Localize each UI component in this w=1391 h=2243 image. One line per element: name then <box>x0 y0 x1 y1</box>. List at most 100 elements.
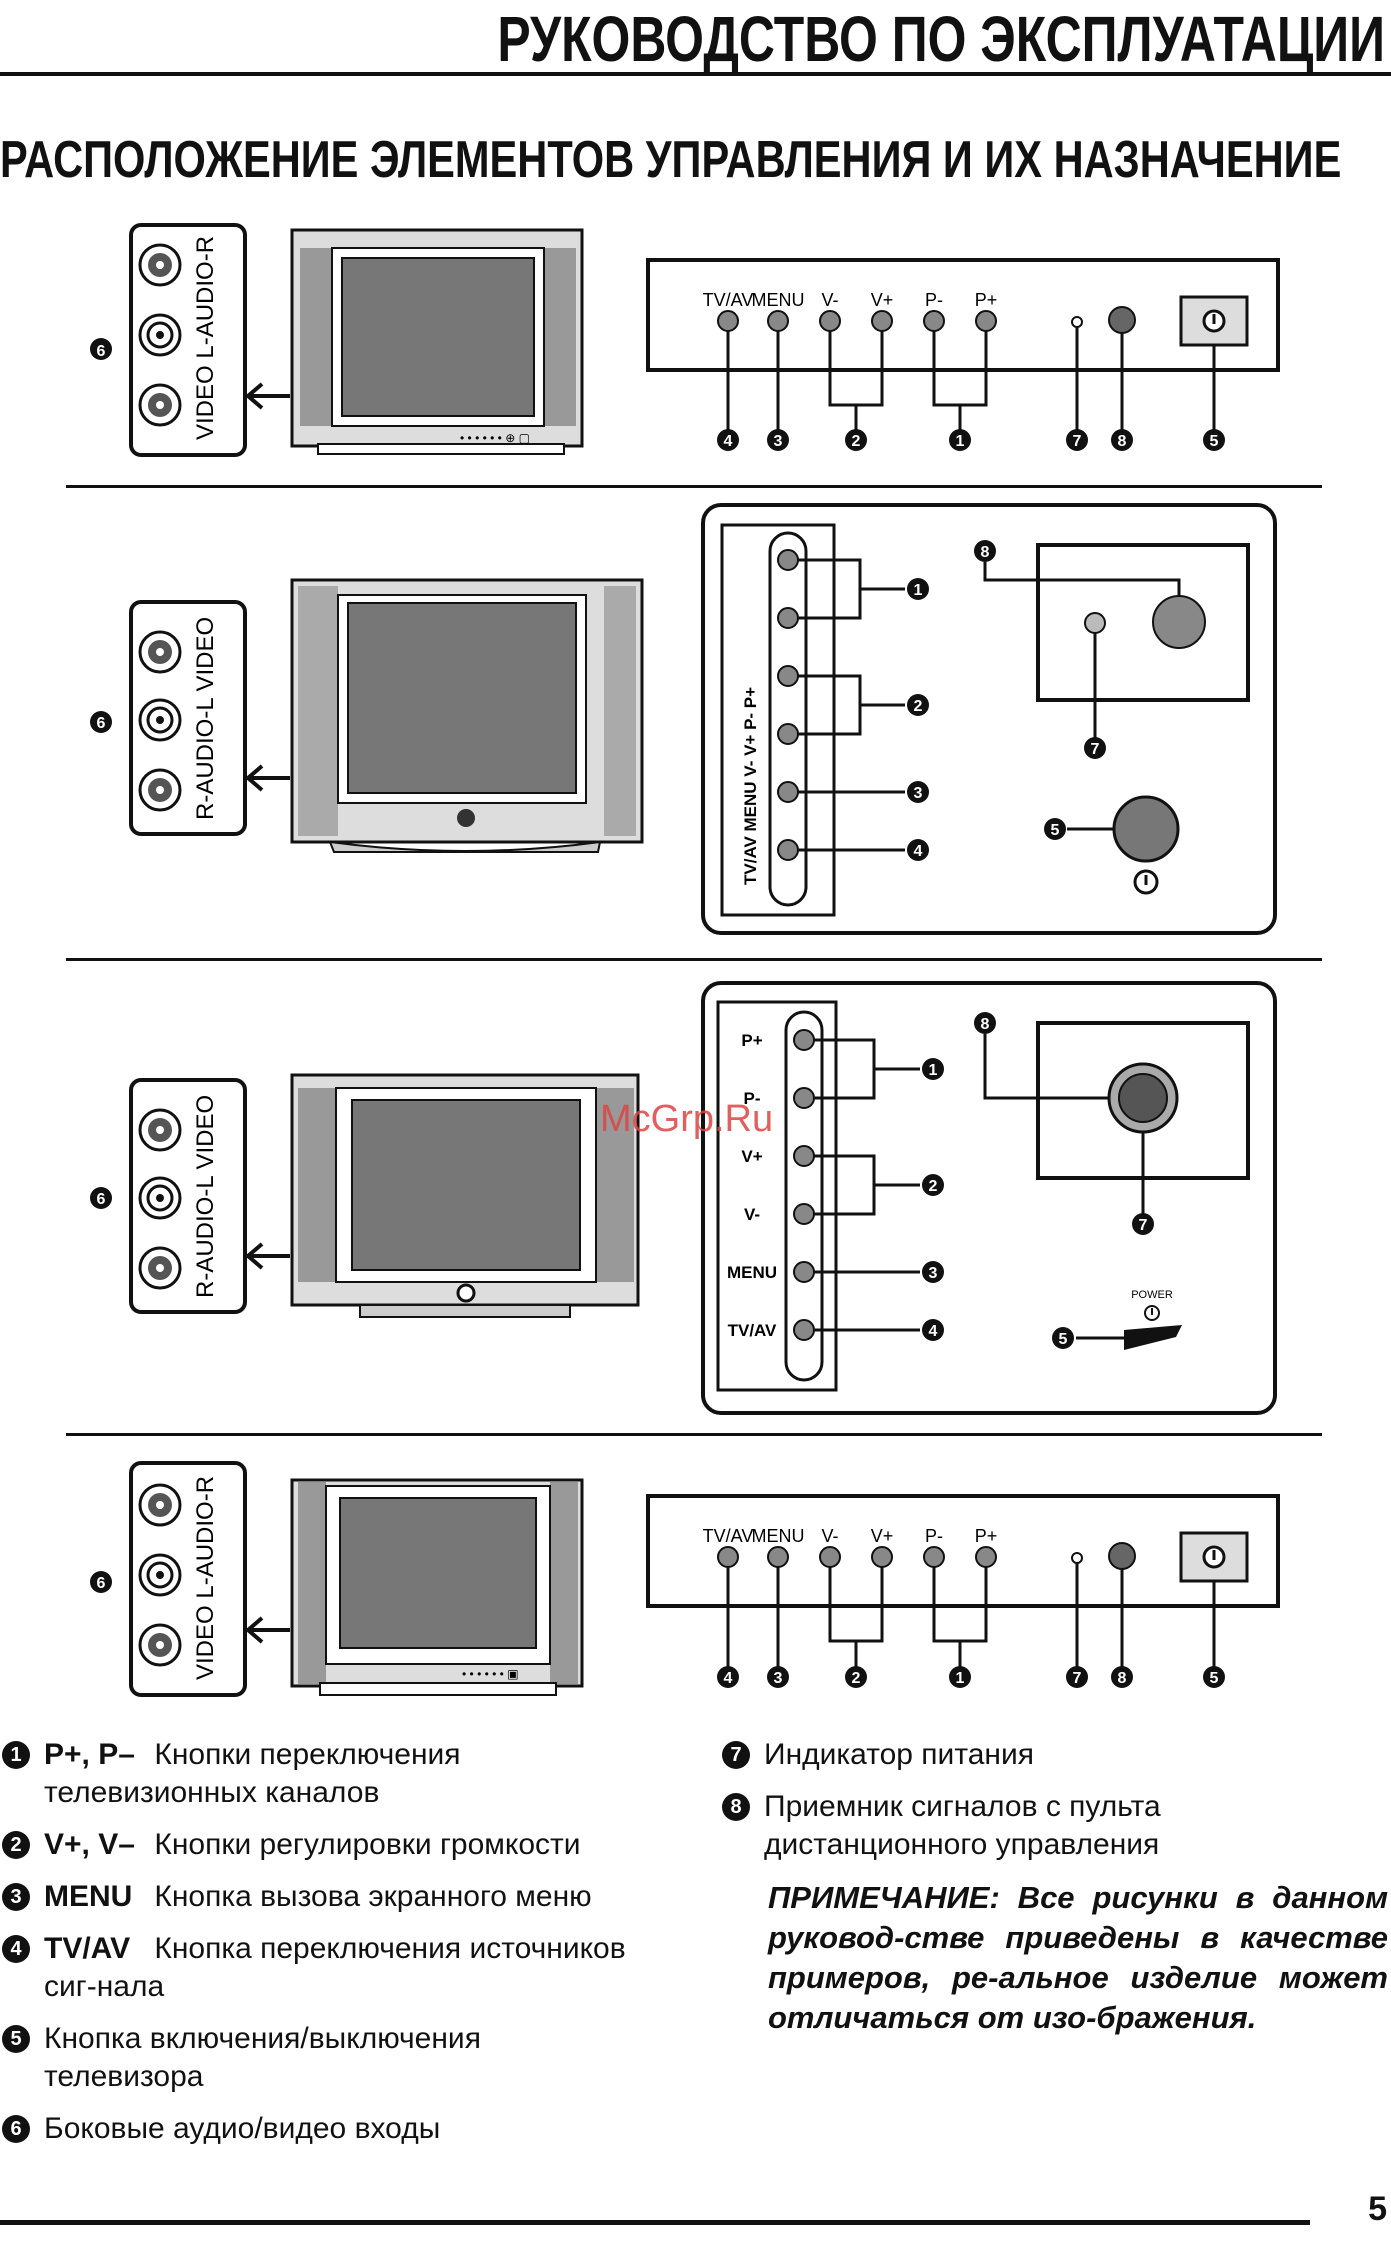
button-label: V+ <box>871 290 894 310</box>
button-label: TV/AV <box>703 290 754 310</box>
svg-text:1: 1 <box>929 1062 938 1079</box>
svg-text:• • • • • • ⊕ ▢: • • • • • • ⊕ ▢ <box>460 431 530 445</box>
svg-text:3: 3 <box>774 433 783 450</box>
rca-jack <box>138 1553 182 1597</box>
volume-up-button[interactable] <box>871 1546 893 1568</box>
remote-sensor <box>1118 1073 1168 1123</box>
svg-text:7: 7 <box>1073 1670 1082 1687</box>
divider <box>66 1433 1322 1436</box>
section-title: РАСПОЛОЖЕНИЕ ЭЛЕМЕНТОВ УПРАВЛЕНИЯ И ИХ Н… <box>0 131 1342 189</box>
svg-text:8: 8 <box>1118 433 1127 450</box>
tv-illustration <box>290 1073 640 1318</box>
arrow-icon <box>244 1242 290 1270</box>
volume-up-button[interactable] <box>871 310 893 332</box>
rca-jack <box>138 630 182 674</box>
svg-text:7: 7 <box>1073 433 1082 450</box>
button-label: P+ <box>741 1031 762 1050</box>
button-label: MENU <box>752 1526 805 1546</box>
button-label: P- <box>744 1089 761 1108</box>
button-label: V+ <box>871 1526 894 1546</box>
tv-illustration <box>290 578 644 853</box>
rca-jack <box>138 1483 182 1527</box>
svg-text:4: 4 <box>724 1670 733 1687</box>
button-label: V- <box>821 1526 838 1546</box>
watermark: McGrp.Ru <box>600 1098 774 1140</box>
divider <box>66 485 1322 488</box>
svg-text:4: 4 <box>914 843 923 860</box>
button-label: P+ <box>975 290 998 310</box>
channel-up-button[interactable] <box>793 1029 815 1051</box>
menu-button[interactable] <box>793 1261 815 1283</box>
svg-text:1: 1 <box>914 582 923 599</box>
diagram-3: R-AUDIO-L VIDEO 6 P+ P- V+ V- MENU TV/AV… <box>90 981 1277 1415</box>
tvav-button[interactable] <box>777 839 799 861</box>
header-rule <box>0 72 1391 76</box>
channel-down-button[interactable] <box>923 310 945 332</box>
button-label: TV/AV <box>728 1321 777 1340</box>
channel-down-button[interactable] <box>923 1546 945 1568</box>
rca-jack <box>138 1623 182 1667</box>
volume-up-button[interactable] <box>777 665 799 687</box>
menu-button[interactable] <box>777 781 799 803</box>
volume-up-button[interactable] <box>793 1145 815 1167</box>
svg-text:1: 1 <box>956 433 965 450</box>
channel-up-button[interactable] <box>975 1546 997 1568</box>
note-text: ПРИМЕЧАНИЕ: Все рисунки в данном руковод… <box>768 1880 1388 2035</box>
jack-label: R-AUDIO-L VIDEO <box>192 617 219 820</box>
power-label: POWER <box>1131 1289 1173 1301</box>
divider <box>66 958 1322 961</box>
svg-text:6: 6 <box>97 1575 106 1592</box>
rca-jack <box>138 698 182 742</box>
rca-jack <box>138 383 182 427</box>
rca-jack <box>138 313 182 357</box>
channel-down-button[interactable] <box>777 607 799 629</box>
rca-jack <box>138 1246 182 1290</box>
remote-sensor <box>1108 1542 1136 1570</box>
tvav-button[interactable] <box>717 310 739 332</box>
remote-sensor <box>1152 595 1206 649</box>
volume-down-button[interactable] <box>819 1546 841 1568</box>
button-label: P- <box>925 1526 943 1546</box>
svg-text:• • • • • • ▣: • • • • • • ▣ <box>462 1667 519 1681</box>
control-panel <box>646 1494 1280 1608</box>
arrow-icon <box>244 1616 290 1644</box>
diagram-2: R-AUDIO-L VIDEO 6 TV/AV MENU V- V+ P- P+… <box>90 503 1277 935</box>
svg-text:5: 5 <box>1051 822 1060 839</box>
volume-down-button[interactable] <box>819 310 841 332</box>
callout-6 <box>90 338 112 360</box>
power-button[interactable] <box>1112 795 1180 863</box>
rca-jack <box>138 243 182 287</box>
svg-text:8: 8 <box>981 544 990 561</box>
svg-text:7: 7 <box>1139 1217 1148 1234</box>
menu-button[interactable] <box>767 310 789 332</box>
jack-label: R-AUDIO-L VIDEO <box>192 1095 219 1298</box>
diagram-4: VIDEO L-AUDIO-R 6 • • • • • • ▣ TV/AV ME… <box>90 1461 1280 1697</box>
control-panel <box>646 258 1280 372</box>
volume-down-button[interactable] <box>777 723 799 745</box>
jack-label: VIDEO L-AUDIO-R <box>192 1476 219 1680</box>
tv-illustration: • • • • • • ▣ <box>290 1478 584 1696</box>
rca-jack <box>138 1176 182 1220</box>
menu-button[interactable] <box>767 1546 789 1568</box>
svg-text:5: 5 <box>1059 1331 1068 1348</box>
button-label: P+ <box>975 1526 998 1546</box>
volume-down-button[interactable] <box>793 1203 815 1225</box>
channel-down-button[interactable] <box>793 1087 815 1109</box>
power-button[interactable] <box>1124 1325 1182 1350</box>
tvav-button[interactable] <box>717 1546 739 1568</box>
svg-text:2: 2 <box>929 1178 938 1195</box>
remote-sensor <box>1108 306 1136 334</box>
channel-up-button[interactable] <box>777 549 799 571</box>
rca-jack <box>138 1108 182 1152</box>
channel-up-button[interactable] <box>975 310 997 332</box>
button-label: TV/AV <box>703 1526 754 1546</box>
arrow-icon <box>244 764 290 792</box>
tvav-button[interactable] <box>793 1319 815 1341</box>
svg-text:5: 5 <box>1210 1670 1219 1687</box>
svg-text:3: 3 <box>929 1265 938 1282</box>
